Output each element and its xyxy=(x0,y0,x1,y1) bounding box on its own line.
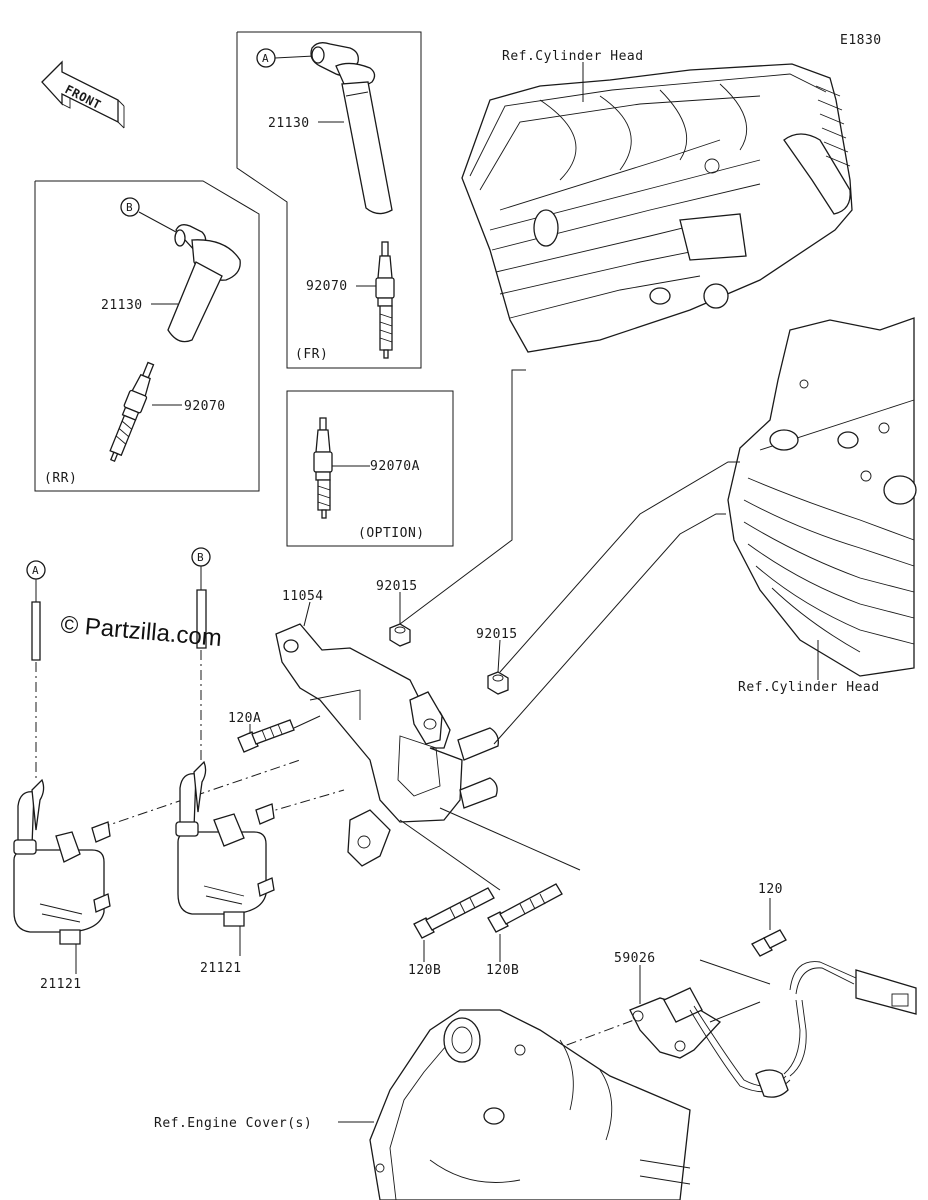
fr-group-box xyxy=(236,31,422,369)
callout-b-lower: B xyxy=(191,547,211,567)
part-label-sensor: 59026 xyxy=(614,951,656,966)
mounting-bracket xyxy=(275,623,499,867)
bolt-120b-2 xyxy=(487,883,563,933)
diagram-code: E1830 xyxy=(840,33,882,48)
part-label-coil-2: 21121 xyxy=(200,961,242,976)
spark-plug-option xyxy=(313,417,333,519)
nut-92015-1 xyxy=(389,623,411,647)
bolt-120b-1 xyxy=(413,887,495,939)
callout-a-lower: A xyxy=(26,560,46,580)
engine-cover xyxy=(369,1009,691,1200)
ref-cylinder-head-top: Ref.Cylinder Head xyxy=(502,49,644,64)
ignition-coil-1 xyxy=(13,778,111,945)
part-label-bolt-120a: 120A xyxy=(228,711,261,726)
part-label-plug-rr: 92070 xyxy=(184,399,226,414)
spark-plug-rr xyxy=(109,361,155,463)
group-label-fr: (FR) xyxy=(295,347,328,362)
part-label-bracket: 11054 xyxy=(282,589,324,604)
part-label-plug-fr: 92070 xyxy=(306,279,348,294)
crank-sensor xyxy=(629,961,917,1098)
front-arrow-icon: FRONT xyxy=(41,60,125,129)
callout-b-top: B xyxy=(120,197,177,233)
option-group-box xyxy=(286,390,454,547)
nut-92015-2 xyxy=(487,671,509,695)
bolt-120 xyxy=(751,929,787,957)
part-label-bolt-120b-1: 120B xyxy=(408,963,441,978)
svg-text:B: B xyxy=(197,551,204,564)
part-label-nut-2: 92015 xyxy=(476,627,518,642)
group-label-option: (OPTION) xyxy=(358,526,425,541)
ignition-cap-rr xyxy=(167,224,241,343)
part-label-bolt-120: 120 xyxy=(758,882,783,897)
svg-text:B: B xyxy=(126,201,133,214)
svg-text:A: A xyxy=(32,564,39,577)
part-label-cap-rr: 21130 xyxy=(101,298,143,313)
svg-text:A: A xyxy=(262,52,269,65)
ref-engine-cover: Ref.Engine Cover(s) xyxy=(154,1116,312,1131)
part-label-bolt-120b-2: 120B xyxy=(486,963,519,978)
cylinder-head-top xyxy=(461,63,853,353)
ignition-cap-fr xyxy=(310,42,393,215)
part-label-cap-fr: 21130 xyxy=(268,116,310,131)
part-label-coil-1: 21121 xyxy=(40,977,82,992)
ref-cylinder-head-right: Ref.Cylinder Head xyxy=(738,680,880,695)
rr-group-box xyxy=(34,180,260,492)
part-label-plug-option: 92070A xyxy=(370,459,420,474)
group-label-rr: (RR) xyxy=(44,471,77,486)
ignition-coil-2 xyxy=(175,760,275,927)
callout-a-top: A xyxy=(256,48,315,68)
part-label-nut-1: 92015 xyxy=(376,579,418,594)
bolt-120a xyxy=(237,719,295,753)
cylinder-head-right xyxy=(727,317,917,677)
spark-plug-fr xyxy=(375,241,395,359)
